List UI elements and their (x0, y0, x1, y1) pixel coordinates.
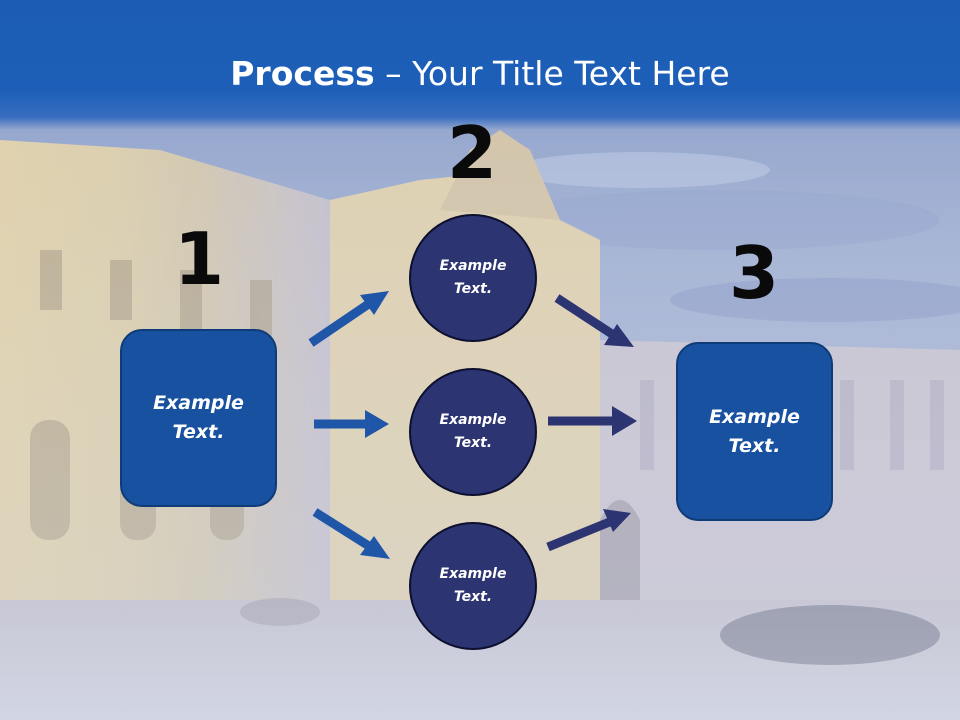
step3-box-line1: Example (709, 405, 800, 428)
circle-line2: Text. (453, 589, 493, 605)
circle-label: Example Text. (430, 563, 517, 609)
circle-label: Example Text. (430, 409, 517, 455)
step1-box-line2: Text. (172, 421, 225, 443)
title-bold: Process (230, 54, 375, 93)
title-rest: – Your Title Text Here (374, 54, 730, 93)
arrow-bottom-to-step3 (546, 509, 631, 552)
arrow-top-to-step3 (554, 294, 634, 347)
arrow-step1-to-bottom (312, 508, 390, 559)
step2-circle-bottom[interactable]: Example Text. (409, 522, 537, 650)
step1-box-label: Example Text. (143, 389, 254, 447)
title-bar (0, 0, 960, 130)
slide-title: Process – Your Title Text Here (0, 52, 960, 96)
step3-box-label: Example Text. (699, 403, 810, 461)
circle-line1: Example (439, 566, 507, 582)
step1-box-line1: Example (153, 392, 244, 414)
step-number-3: 3 (728, 231, 780, 315)
step-number-2: 2 (446, 111, 498, 195)
circle-line1: Example (439, 412, 507, 428)
step2-circle-top[interactable]: Example Text. (409, 214, 537, 342)
arrow-step1-to-top (308, 291, 389, 347)
circle-label: Example Text. (430, 255, 517, 301)
step-number-1: 1 (173, 217, 225, 301)
circle-line2: Text. (453, 435, 493, 451)
step1-box[interactable]: Example Text. (120, 329, 277, 507)
circle-line2: Text. (453, 281, 493, 297)
step2-circle-middle[interactable]: Example Text. (409, 368, 537, 496)
circle-line1: Example (439, 258, 507, 274)
step3-box[interactable]: Example Text. (676, 342, 833, 521)
arrow-middle-to-step3 (548, 406, 637, 436)
arrow-step1-to-middle (314, 410, 389, 438)
step3-box-line2: Text. (728, 434, 781, 457)
